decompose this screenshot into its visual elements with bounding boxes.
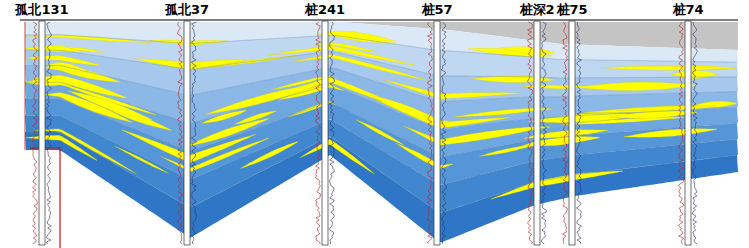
- sand-lens: [616, 106, 715, 111]
- well-column: [322, 21, 328, 245]
- log-curve: [47, 22, 52, 244]
- log-curve: [563, 22, 568, 244]
- sand-lens: [610, 111, 697, 119]
- sand-lens: [318, 31, 396, 42]
- sand-lens: [185, 118, 269, 145]
- layer-boundary: [25, 50, 737, 78]
- sand-lens: [356, 120, 404, 146]
- log-curve: [577, 22, 582, 244]
- log-curve: [192, 22, 197, 244]
- log-curve: [528, 22, 533, 244]
- layer-boundary: [25, 35, 737, 62]
- log-curve: [316, 22, 321, 244]
- sand-lens: [25, 79, 73, 87]
- sand-lens: [382, 79, 520, 99]
- sand-lens: [501, 47, 555, 55]
- strata-layer: [25, 132, 738, 242]
- layer-boundary: [25, 82, 737, 129]
- well-name: 桩241: [303, 1, 347, 18]
- well-column: [39, 21, 45, 245]
- sand-lens: [68, 91, 152, 121]
- well-column: [434, 21, 440, 245]
- sand-lens: [491, 171, 623, 199]
- sand-lens: [575, 82, 698, 90]
- well-column: [184, 21, 190, 245]
- log-curve: [178, 22, 183, 244]
- sand-lens: [288, 101, 336, 117]
- sand-lens: [115, 146, 169, 174]
- layer-boundary: [25, 99, 737, 158]
- well-name: 孤北131: [13, 1, 70, 18]
- layer-boundary: [25, 66, 737, 102]
- well-name: 桩57: [420, 1, 455, 18]
- sand-lens: [479, 145, 533, 157]
- section-edge: [25, 22, 26, 150]
- log-curve: [679, 22, 684, 244]
- log-curve: [330, 22, 335, 244]
- sand-lens: [396, 143, 453, 168]
- well-name: 桩75: [555, 1, 590, 18]
- layer-boundary: [25, 132, 737, 213]
- header-line: [20, 20, 738, 21]
- sand-lens: [292, 55, 427, 81]
- sand-lens: [624, 129, 717, 137]
- log-curve: [428, 22, 433, 244]
- well-name: 桩74: [671, 1, 706, 18]
- sand-lens: [269, 46, 416, 65]
- well-name: 桩深2: [518, 1, 557, 18]
- sand-lens: [25, 46, 82, 52]
- log-curve: [33, 22, 38, 244]
- sand-lens: [300, 139, 375, 174]
- log-curve: [693, 22, 698, 244]
- well-column: [569, 21, 575, 245]
- sand-lens: [403, 126, 550, 145]
- well-column: [685, 21, 691, 245]
- well-column: [534, 21, 540, 245]
- sand-lens: [600, 66, 726, 70]
- log-curve: [542, 22, 547, 244]
- well-name: 孤北37: [163, 1, 211, 18]
- layer-boundary: [25, 115, 737, 185]
- log-curve: [442, 22, 447, 244]
- sand-lens: [205, 83, 325, 115]
- sand-lens: [202, 110, 247, 123]
